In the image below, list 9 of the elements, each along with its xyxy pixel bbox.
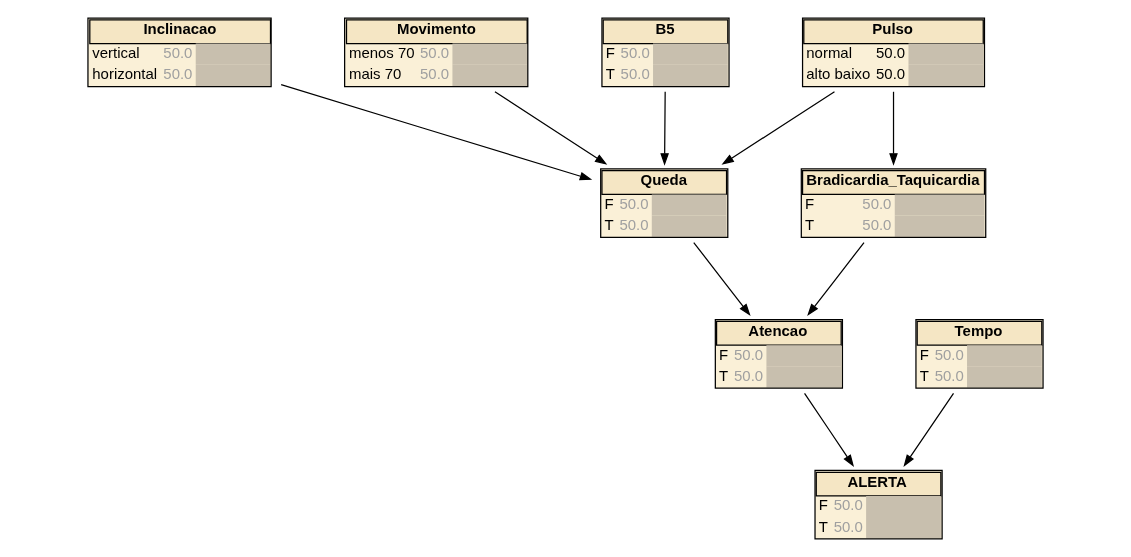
arrow [903, 392, 955, 467]
arrow [494, 91, 608, 165]
arrow [280, 84, 593, 181]
arrow [693, 241, 751, 317]
arrow [721, 91, 836, 165]
arrow [803, 392, 855, 467]
arrow [889, 91, 898, 166]
arrow [660, 91, 670, 166]
arrow [807, 241, 865, 317]
